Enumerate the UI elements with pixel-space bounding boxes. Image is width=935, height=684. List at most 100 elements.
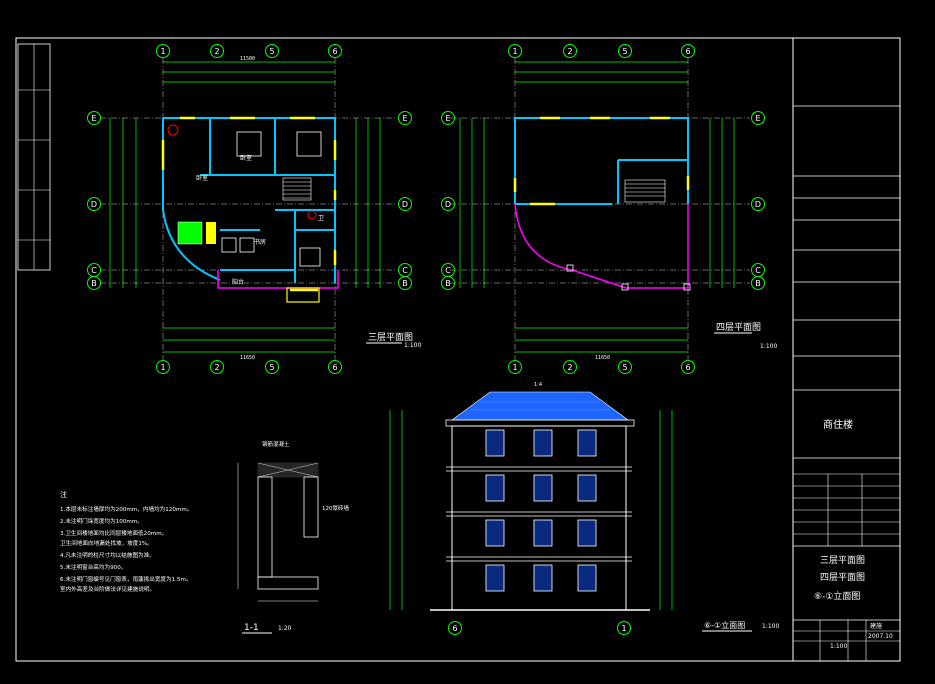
grid-col-5-bottom-p4-bubble [618,360,632,374]
grid-row-E-left-p4-label: E [445,114,450,123]
elevation-windows [485,429,597,592]
grid-row-C-right-p4-label: C [755,266,761,275]
grid-col-1-top-p3-label: 1 [160,47,165,56]
grid-col-5-top-p4-label: 5 [622,47,627,56]
elevation-window-f2-2 [533,474,553,502]
grid-col-5-bottom-p3-bubble [265,360,279,374]
elevation-window-f3-3 [577,519,597,547]
grid-row-D-left-p4-label: D [445,200,451,209]
plan3-title: 三层平面图 [368,332,413,343]
elevation-window-f3-1 [485,519,505,547]
grid-row-D-right-p4-label: D [755,200,761,209]
front-elevation[interactable]: 1:4 ⑥-①立面图 1:100 [389,382,779,632]
third-floor-plan[interactable]: 11500 11650 [100,56,421,362]
grid-row-C-right-p3-label: C [402,266,408,275]
plan4-title: 四层平面图 [716,322,761,333]
plan3-bay-window [286,287,320,303]
elevation-roof-label: 1:4 [534,382,542,388]
grid-col-5-bottom-p3-label: 5 [269,363,274,372]
grid-row-B-right-p3-bubble [398,276,412,290]
grid-col-6-top-p3-bubble [328,44,342,58]
plan3-stair [282,177,312,201]
fourth-floor-plan[interactable]: 11650 [450,58,777,362]
grid-row-C-left-p3-label: C [91,266,97,275]
grid-row-E-right-p4-bubble [751,111,765,125]
note-line-2: 2.未注明门垛宽度均为100mm。 [60,517,143,525]
elevation-eave [445,419,635,427]
plan4-bottom-dimensions [515,327,688,353]
plan4-walls [514,117,689,205]
grid-row-E-left-p3-label: E [91,114,96,123]
section-1-1-detail[interactable]: 钢筋混凝土 120厚砖墙 1-1 1:20 [237,440,349,634]
section-scale: 1:20 [278,625,292,632]
elevation-side-dimensions [389,410,673,610]
grid-col-2-top-p4-label: 2 [567,47,572,56]
grid-col-6-top-p4-label: 6 [685,47,690,56]
grid-row-C-left-p4-label: C [445,266,451,275]
grid-row-B-left-p4-bubble [441,276,455,290]
grid-col-5-top-p3-label: 5 [269,47,274,56]
grid-col-2-bottom-p3-bubble [210,360,224,374]
elevation-axis-1-bubble [617,621,631,635]
plan3-room-bedroom: 卧室 [240,154,252,162]
revision-strip [17,43,51,271]
grid-row-D-right-p3-bubble [398,197,412,211]
plan4-column-2 [621,283,629,291]
plan3-room-study: 书房 [254,238,266,246]
grid-row-E-left-p4-bubble [441,111,455,125]
grid-col-1-top-p4-label: 1 [512,47,517,56]
grid-col-1-top-p3-bubble [156,44,170,58]
plan4-grid-lines [450,58,750,362]
grid-row-E-right-p4-label: E [755,114,760,123]
grid-col-2-top-p3-label: 2 [214,47,219,56]
general-notes: 注 1.本层未标注墙厚均为200mm，内墙均为120mm。 2.未注明门垛宽度均… [60,490,192,593]
plan3-bottom-overall-dim: 11650 [240,355,255,361]
grid-col-1-bottom-p4-bubble [508,360,522,374]
grid-col-5-top-p4-bubble [618,44,632,58]
grid-row-D-left-p4-bubble [441,197,455,211]
plan4-side-dimensions [459,118,735,288]
section-title: 1-1 [244,623,259,633]
grid-col-5-bottom-p4-label: 5 [622,363,627,372]
plan3-bottom-dimensions [163,327,335,353]
elevation-axis-1-label: 1 [621,624,626,633]
grid-col-2-top-p3-bubble [210,44,224,58]
grid-col-6-bottom-p3-bubble [328,360,342,374]
plan3-scale: 1:100 [404,342,421,349]
title-block-drawing-2: 四层平面图 [820,572,865,583]
elevation-window-f2-3 [577,474,597,502]
elevation-window-f1-1 [485,429,505,457]
note-line-4: 卫生间地面向地漏处找坡，坡度1%。 [60,539,153,547]
grid-row-D-left-p3-label: D [91,200,97,209]
elevation-floor-bands [446,466,632,562]
elevation-title: ⑥-①立面图 [704,620,745,630]
plan3-overall-dim: 11500 [240,56,255,62]
elevation-window-f1-3 [577,429,597,457]
grid-row-B-left-p3-label: B [91,279,97,288]
grid-col-6-bottom-p3-label: 6 [332,363,337,372]
elevation-roof-tiles [470,401,610,411]
elevation-window-f4-2 [533,564,553,592]
grid-row-B-left-p4-label: B [445,279,451,288]
plan4-overall-dim: 11650 [595,355,610,361]
grid-col-1-bottom-p3-label: 1 [160,363,165,372]
elevation-window-f4-1 [485,564,505,592]
elevation-window-f4-3 [577,564,597,592]
title-block-drawing-3: ⑥-①立面图 [814,590,860,602]
elevation-scale: 1:100 [762,623,779,630]
note-line-5: 4.凡未注明的柱尺寸均以结施图为准。 [60,551,155,559]
plan4-top-dimensions [515,61,688,83]
title-block-scale: 1:100 [830,643,847,650]
plan3-top-dimensions [163,61,335,83]
grid-row-E-left-p3-bubble [87,111,101,125]
grid-col-6-top-p3-label: 6 [332,47,337,56]
grid-row-E-right-p3-label: E [402,114,407,123]
grid-col-2-top-p4-bubble [563,44,577,58]
plan4-column-3 [683,283,691,291]
grid-row-D-left-p3-bubble [87,197,101,211]
plan4-stair [624,179,666,203]
grid-row-E-right-p3-bubble [398,111,412,125]
